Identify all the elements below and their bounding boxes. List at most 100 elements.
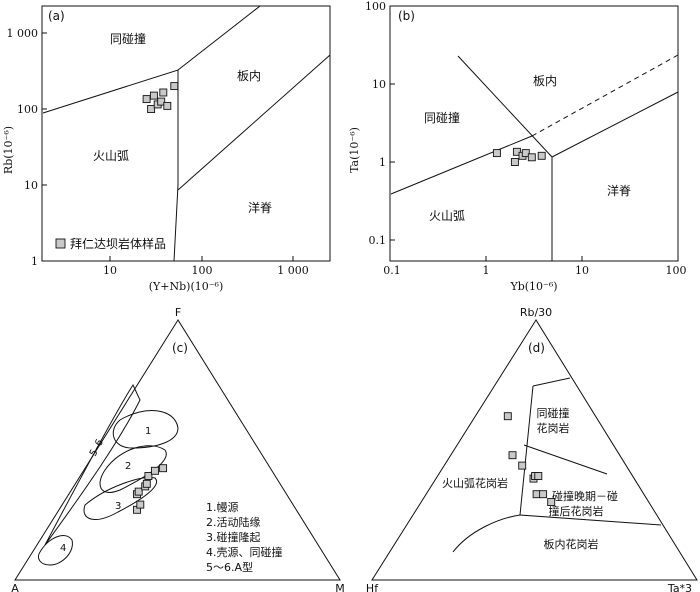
panel-a-ytick-100: 100 [17, 103, 38, 116]
panel-d-field-late-2: 撞后花岗岩 [549, 504, 604, 518]
panel-a-boundary-syncol-wpg [177, 5, 261, 71]
panel-c-sample-points [133, 464, 168, 514]
panel-d-boundary-syncol-late [523, 444, 608, 475]
panel-c-sample-point [136, 500, 145, 509]
panel-b-frame [389, 5, 679, 262]
panel-b-sample-point [492, 149, 501, 158]
panel-b-ytick-0.1: 0.1 [369, 234, 387, 247]
panel-b-sample-point [512, 147, 521, 156]
panel-a-field-wpg: 板内 [237, 69, 261, 83]
panel-b-label: (b) [398, 9, 415, 23]
panel-c-sample-point [151, 466, 159, 475]
panel-c-label: (c) [172, 341, 188, 355]
panel-d-label: (d) [528, 341, 545, 355]
panel-c-field-label-3: 3 [115, 501, 121, 512]
panel-d-sample-point [547, 498, 556, 506]
panel-d-field-wpg: 板内花岗岩 [544, 537, 599, 551]
panel-c-field-2 [99, 445, 167, 493]
legend-sample-marker [55, 238, 66, 249]
panel-d-sample-points [503, 412, 556, 506]
panel-a-sample-point [149, 91, 158, 100]
panel-a-sample-points [142, 82, 179, 113]
panel-d-apex-hf: Hf [366, 582, 379, 592]
panel-a-sample-point [163, 101, 172, 110]
panel-b-xtick-100: 100 [666, 264, 687, 277]
panel-a-sample-point [147, 105, 156, 113]
panel-a-label: (a) [48, 9, 65, 23]
panel-b-xtick-0.1: 0.1 [383, 264, 401, 277]
panel-a-xlabel: (Y+Nb)(10⁻⁶) [149, 280, 224, 293]
panel-b-sample-point [537, 151, 546, 160]
panel-c-legend-1: 1.幔源 [206, 500, 239, 514]
panel-a-field-vag: 火山弧 [93, 149, 129, 163]
panel-b-boundary-syncol-wpg [457, 55, 553, 158]
panel-b-xlabel: Yb(10⁻⁶) [509, 280, 557, 293]
panel-b-sample-point [527, 153, 536, 162]
panel-d-apex-ta: Ta*3 [667, 582, 692, 592]
panel-b-sample-points [492, 147, 546, 166]
panel-a-boundary-arc-syncol [42, 69, 179, 185]
panel-b-ytick-1: 1 [379, 156, 386, 169]
panel-c-legend-4: 4.壳源、同碰撞 [206, 545, 283, 559]
panel-b-field-vag: 火山弧 [429, 209, 465, 223]
panel-c: F A M (c) 1 2 3 4 5–6 1.幔源 2.活动陆缘 3.碰撞隆起… [11, 306, 345, 592]
panel-a-field-syncol: 同碰撞 [110, 31, 146, 46]
panel-a-boundary-vertical [173, 184, 179, 262]
panel-c-field-3 [83, 477, 158, 520]
panel-c-sample-point [134, 487, 143, 496]
panel-d-boundary-wpg [452, 514, 521, 553]
panel-d-sample-point [508, 451, 517, 460]
panel-b-xtick-10: 10 [575, 264, 589, 277]
panel-c-field-label-1: 1 [145, 426, 151, 437]
panel-a: (a) 1 000 100 10 1 10 100 1 000 (Y+Nb)(1… [2, 5, 331, 293]
panel-b-field-wpg: 板内 [533, 74, 557, 88]
panel-b-field-syncol: 同碰撞 [424, 110, 460, 125]
panel-c-field-label-2: 2 [125, 461, 131, 472]
panel-a-xtick-100: 100 [192, 264, 213, 277]
panel-c-sample-point [142, 479, 151, 488]
panel-b-sample-point [521, 149, 530, 158]
panel-c-field-1 [112, 410, 179, 449]
panel-a-sample-point [159, 88, 168, 97]
panel-a-ytick-1: 1 [31, 255, 38, 268]
panel-c-apex-A: A [11, 582, 19, 592]
panel-a-field-org: 洋脊 [248, 200, 272, 215]
panel-a-sample-point [157, 97, 166, 106]
panel-d-sample-point [534, 472, 543, 480]
panel-b-boundary-wpg-org [551, 91, 679, 158]
panel-a-sample-point [142, 95, 151, 104]
panel-d-boundary-top [532, 377, 571, 387]
panel-b-sample-point [510, 158, 519, 166]
panel-d-field-vag: 火山弧花岗岩 [442, 476, 508, 490]
panel-c-legend-5-6: 5～6.A型 [206, 560, 253, 574]
panel-b-ytick-100: 100 [365, 0, 386, 13]
panel-c-field-4 [37, 535, 73, 566]
panel-a-boundary-wpg-org [177, 54, 331, 191]
panel-c-sample-point [144, 472, 153, 480]
panel-d-field-late: 碰撞晚期－碰 [552, 489, 618, 503]
panel-d-apex-rb: Rb/30 [520, 306, 552, 319]
panel-d-field-syncol: 同碰撞 [537, 406, 570, 420]
panel-b-field-org: 洋脊 [607, 183, 631, 198]
panel-c-field-label-5-6: 5–6 [88, 438, 106, 459]
panel-b-xtick-1: 1 [483, 264, 490, 277]
panel-a-ytick-10: 10 [24, 179, 38, 192]
panel-c-legend-2: 2.活动陆缘 [206, 515, 261, 529]
panel-a-ytick-1000: 1 000 [7, 27, 39, 40]
panel-a-ylabel: Rb(10⁻⁶) [2, 126, 15, 174]
panel-c-apex-F: F [175, 306, 181, 319]
panel-d-field-syncol-2: 花岗岩 [537, 421, 570, 435]
panel-c-sample-point [159, 464, 168, 473]
panel-b-ylabel: Ta(10⁻⁶) [348, 127, 361, 173]
panel-d-sample-point [518, 461, 527, 470]
panel-d-sample-point [532, 490, 541, 499]
panel-c-legend-3: 3.碰撞隆起 [206, 530, 261, 544]
panel-d: Rb/30 Hf Ta*3 (d) 同碰撞 花岗岩 火山弧花岗岩 碰撞晚期－碰 … [366, 306, 698, 592]
panel-c-triangle [14, 319, 341, 581]
panel-d-sample-point [539, 490, 548, 499]
panel-b-ytick-10: 10 [372, 78, 386, 91]
panel-b-boundary-arc-syncol [390, 135, 533, 195]
panel-b-boundary-dashed [531, 54, 679, 137]
panel-a-xtick-10: 10 [103, 264, 117, 277]
